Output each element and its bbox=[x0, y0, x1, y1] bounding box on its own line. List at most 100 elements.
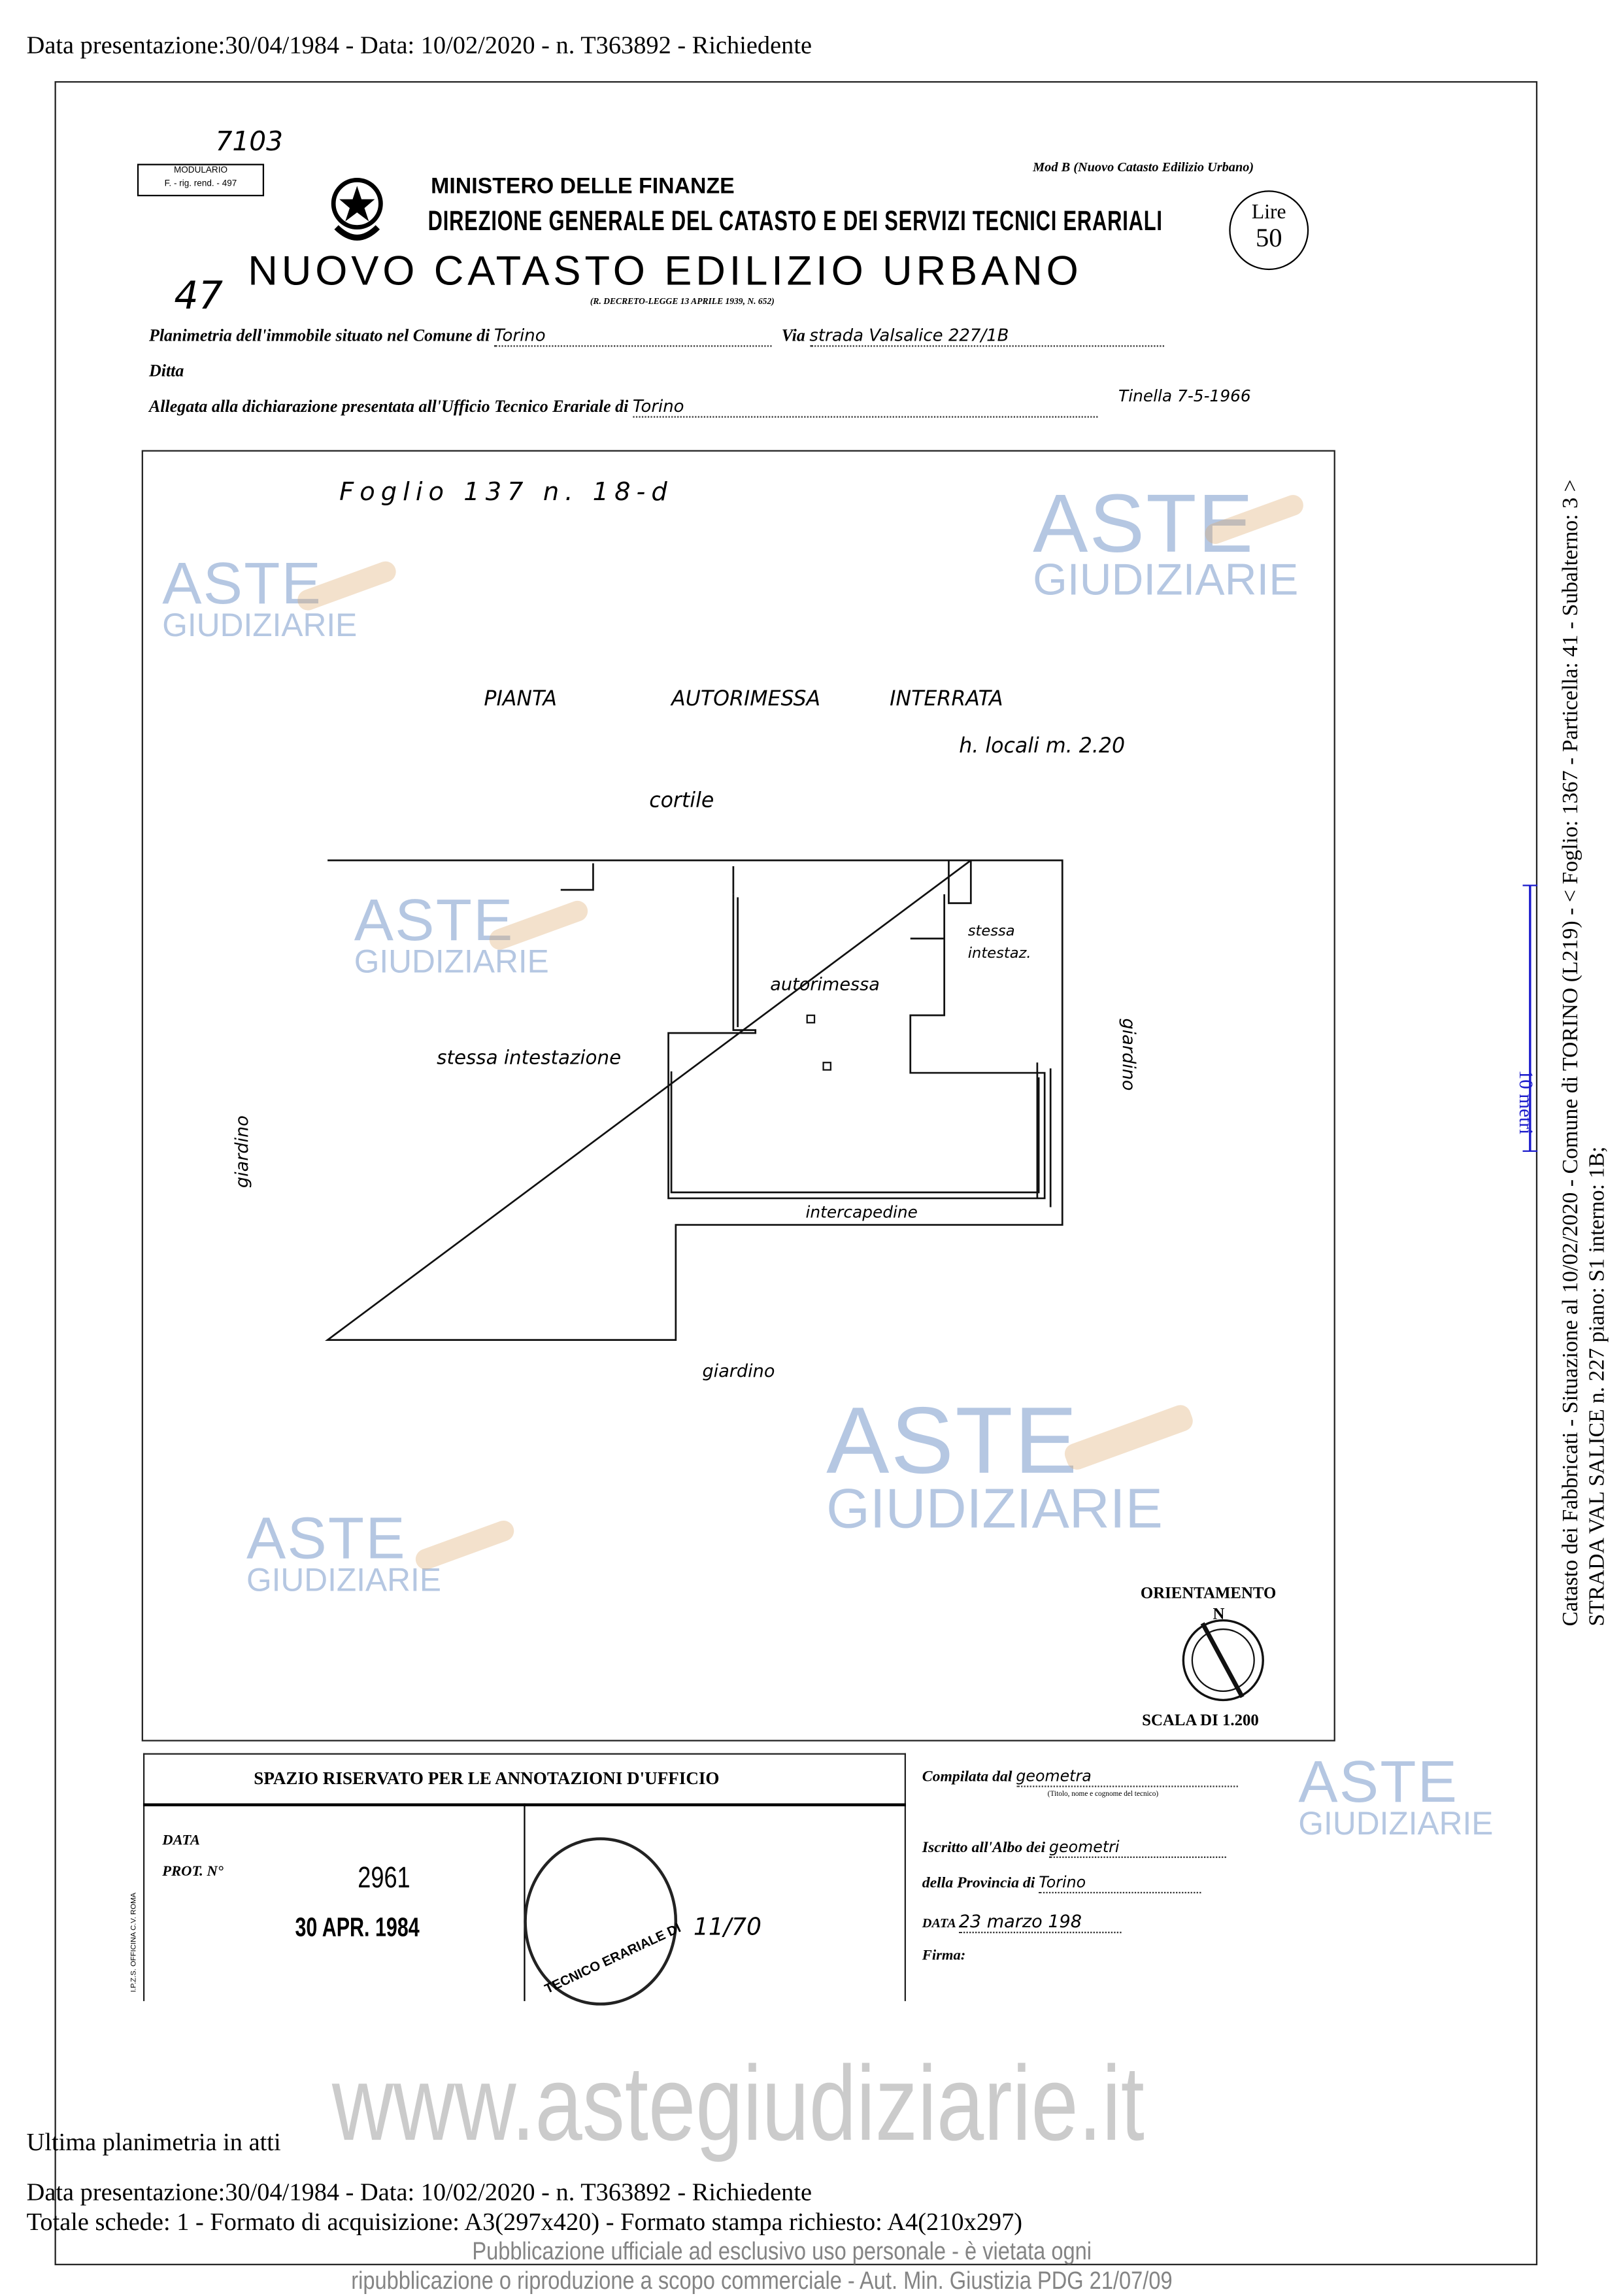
footer-data-presentazione: Data presentazione:30/04/1984 - Data: 10… bbox=[26, 2178, 812, 2206]
decree-reference: (R. DECRETO-LEGGE 13 APRILE 1939, N. 652… bbox=[590, 297, 775, 307]
iscritto-row: Iscritto all'Albo dei geometri bbox=[922, 1839, 1226, 1858]
top-header: Data presentazione:30/04/1984 - Data: 10… bbox=[26, 31, 812, 59]
ultima-planimetria: Ultima planimetria in atti bbox=[26, 2128, 281, 2156]
stamp-numbers: 11/70 bbox=[693, 1912, 762, 1941]
foglio-label: Foglio 137 n. 18-d bbox=[339, 478, 673, 508]
compilata-row: Compilata dal geometra bbox=[922, 1768, 1237, 1787]
data-label: DATA bbox=[162, 1832, 201, 1849]
stamp-date: 30 APR. 1984 bbox=[295, 1912, 420, 1942]
compilata-data-label: DATA bbox=[922, 1915, 956, 1931]
printer-label: I.P.Z.S. OFFICINA C.V. ROMA bbox=[129, 1892, 139, 1993]
provincia-label: della Provincia di bbox=[922, 1876, 1035, 1892]
notice-line-1: Pubblicazione ufficiale ad esclusivo uso… bbox=[472, 2237, 1092, 2265]
data-row: DATA 23 marzo 198 bbox=[922, 1911, 1122, 1934]
mod-b-label: Mod B (Nuovo Catasto Edilizio Urbano) bbox=[1033, 159, 1254, 175]
document-title: NUOVO CATASTO EDILIZIO URBANO bbox=[248, 248, 1082, 294]
watermark-line-1: ASTE bbox=[246, 1506, 407, 1572]
watermark-line-1: ASTE bbox=[162, 552, 323, 617]
label-giardino-bottom: giardino bbox=[702, 1360, 775, 1381]
annotation-header: SPAZIO RISERVATO PER LE ANNOTAZIONI D'UF… bbox=[254, 1768, 720, 1789]
lire-label: Lire bbox=[1251, 202, 1286, 225]
watermark-line-2: GIUDIZIARIE bbox=[1033, 556, 1299, 606]
planimetria-row: Planimetria dell'immobile situato nel Co… bbox=[148, 325, 1164, 347]
watermark-line-2: GIUDIZIARIE bbox=[826, 1477, 1163, 1540]
via-label: Via bbox=[781, 328, 805, 346]
handwritten-number: 7103 bbox=[215, 127, 283, 158]
website-watermark: www.astegiudiziarie.it bbox=[331, 2045, 1145, 2164]
watermark-line-1: ASTE bbox=[1298, 1750, 1459, 1815]
watermark-line-1: ASTE bbox=[354, 888, 514, 954]
label-cortile: cortile bbox=[649, 789, 714, 813]
pillar bbox=[806, 1014, 816, 1024]
handwritten-47: 47 bbox=[174, 274, 224, 319]
north-label: N bbox=[1213, 1605, 1225, 1624]
iscritto-label: Iscritto all'Albo dei bbox=[922, 1840, 1046, 1857]
prot-label: PROT. N° bbox=[162, 1863, 224, 1880]
modulario-box: MODULARIO F. - rig. rend. - 497 bbox=[137, 163, 265, 197]
comune-value: Torino bbox=[494, 325, 772, 347]
title-interrata: INTERRATA bbox=[890, 687, 1003, 712]
ufficio-value: Torino bbox=[632, 396, 1097, 418]
title-autorimessa: AUTORIMESSA bbox=[671, 687, 821, 712]
watermark-line-1: ASTE bbox=[1033, 477, 1255, 570]
office-stamp bbox=[524, 1837, 678, 2006]
signature-date: Tinella 7-5-1966 bbox=[1118, 386, 1251, 406]
inner-wall-lines bbox=[670, 897, 1040, 1194]
provincia-value: Torino bbox=[1039, 1874, 1201, 1894]
compilata-data-value: 23 marzo 198 bbox=[958, 1911, 1122, 1934]
garage-walls bbox=[667, 894, 1046, 1200]
label-stessa-intestazione: stessa intestazione bbox=[437, 1047, 622, 1070]
scale-bar-label: 10 metri bbox=[1515, 1070, 1538, 1135]
scale-label: SCALA DI 1.200 bbox=[1142, 1712, 1259, 1730]
watermark-line-1: ASTE bbox=[826, 1387, 1079, 1494]
planimetria-label: Planimetria dell'immobile situato nel Co… bbox=[148, 328, 490, 346]
watermark-line-2: GIUDIZIARIE bbox=[354, 943, 549, 980]
plan-outline bbox=[325, 859, 1063, 1341]
compilata-hint: (Titolo, nome e cognome del tecnico) bbox=[1047, 1791, 1159, 1799]
direzione-generale: DIREZIONE GENERALE DEL CATASTO E DEI SER… bbox=[427, 207, 1163, 238]
partition-lines bbox=[560, 863, 945, 939]
side-cadastral-info: Catasto dei Fabbricati - Situazione al 1… bbox=[1559, 479, 1584, 1627]
drawing-frame bbox=[141, 450, 1335, 1742]
via-value: strada Valsalice 227/1B bbox=[809, 325, 1164, 347]
prot-value: 2961 bbox=[358, 1862, 410, 1895]
lire-value: 50 bbox=[1255, 222, 1282, 252]
notice-line-2: ripubblicazione o riproduzione a scopo c… bbox=[351, 2267, 1173, 2295]
annotation-column-divider bbox=[524, 1803, 526, 2001]
height-note: h. locali m. 2.20 bbox=[959, 735, 1126, 759]
compilata-label: Compilata dal bbox=[922, 1769, 1012, 1786]
watermark-line-2: GIUDIZIARIE bbox=[1298, 1804, 1494, 1842]
provincia-row: della Provincia di Torino bbox=[922, 1874, 1201, 1894]
label-intercapedine: intercapedine bbox=[805, 1202, 918, 1223]
orientation-label: ORIENTAMENTO bbox=[1140, 1585, 1277, 1603]
iscritto-value: geometri bbox=[1049, 1839, 1226, 1858]
ditta-label: Ditta bbox=[148, 363, 184, 381]
republic-emblem-icon bbox=[331, 178, 383, 241]
label-stessa-intestaz: stessa intestaz. bbox=[967, 924, 1031, 962]
allegata-row: Allegata alla dichiarazione presentata a… bbox=[149, 396, 1097, 418]
watermark-line-2: GIUDIZIARIE bbox=[162, 606, 358, 644]
annotation-box bbox=[142, 1753, 906, 2001]
lire-stamp: Lire 50 bbox=[1229, 190, 1309, 271]
compass-icon bbox=[1182, 1619, 1264, 1702]
watermark-line-2: GIUDIZIARIE bbox=[246, 1561, 441, 1598]
side-address-info: STRADA VAL SALICE n. 227 piano: S1 inter… bbox=[1586, 1146, 1610, 1627]
compilata-value: geometra bbox=[1016, 1768, 1237, 1787]
modulario-ref: F. - rig. rend. - 497 bbox=[164, 180, 237, 189]
title-pianta: PIANTA bbox=[484, 687, 558, 712]
ministry-name: MINISTERO DELLE FINANZE bbox=[431, 174, 735, 199]
cavity-wall-lines bbox=[1036, 1062, 1052, 1207]
allegata-label: Allegata alla dichiarazione presentata a… bbox=[148, 398, 629, 416]
footer-totale-schede: Totale schede: 1 - Formato di acquisizio… bbox=[26, 2207, 1023, 2236]
firma-label: Firma: bbox=[922, 1948, 966, 1965]
modulario-label: MODULARIO bbox=[173, 167, 228, 176]
pillar bbox=[822, 1062, 831, 1071]
